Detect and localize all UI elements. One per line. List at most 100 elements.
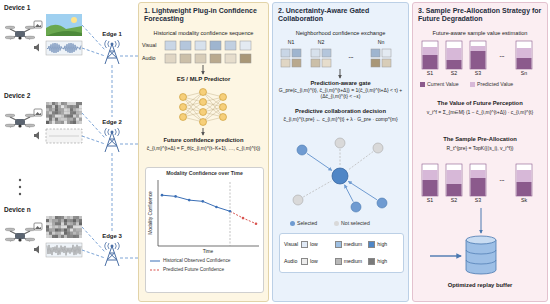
network-link	[203, 92, 223, 97]
noisy-image	[49, 115, 52, 118]
drone-icon	[25, 124, 35, 127]
drone-icon	[5, 228, 35, 242]
observed-point	[161, 194, 164, 197]
table-cell: high	[368, 253, 399, 270]
confidence-cell	[195, 41, 206, 50]
noisy-image	[64, 222, 67, 225]
link-line	[82, 113, 105, 138]
device-label: Device 1	[4, 4, 64, 11]
noisy-image	[52, 105, 55, 108]
network-link	[183, 92, 203, 97]
device-label: Device n	[4, 206, 64, 213]
noisy-image	[67, 108, 70, 111]
confidence-cell	[180, 54, 191, 63]
noisy-image	[67, 118, 70, 121]
noisy-image	[70, 111, 73, 114]
noisy-image	[46, 111, 49, 114]
noisy-image	[46, 102, 82, 124]
network-link	[203, 112, 223, 117]
noisy-image	[46, 235, 49, 238]
selected-link	[345, 185, 354, 202]
neighbor-cell	[322, 49, 331, 57]
predicted-value	[517, 170, 532, 182]
observed-point	[229, 210, 232, 213]
noisy-image	[64, 118, 67, 121]
noisy-image	[46, 225, 49, 228]
network-link	[203, 117, 223, 122]
noisy-image	[76, 118, 79, 121]
noisy-image	[58, 102, 61, 105]
noisy-image	[52, 118, 55, 121]
current-value	[447, 60, 462, 69]
network-neuron	[180, 94, 187, 101]
sample-bar	[422, 41, 438, 69]
device-group	[5, 102, 82, 143]
link-line	[82, 48, 105, 56]
noisy-image	[70, 222, 73, 225]
network-neuron	[220, 94, 227, 101]
edge-tower	[111, 245, 114, 248]
noisy-image	[61, 222, 64, 225]
noisy-image	[46, 216, 49, 219]
noisy-image	[76, 219, 79, 222]
drone-icon	[15, 119, 25, 125]
noisy-image	[79, 111, 82, 114]
noisy-image	[58, 232, 61, 235]
noisy-image	[64, 216, 67, 219]
noisy-image	[70, 232, 73, 235]
noisy-image	[52, 225, 55, 228]
sample-bar	[470, 41, 486, 69]
drone-icon	[5, 114, 35, 128]
drone-icon	[10, 29, 20, 34]
noisy-image	[55, 219, 58, 222]
network-link	[183, 102, 203, 117]
drone-icon	[10, 122, 20, 127]
noisy-image	[64, 232, 67, 235]
observed-point	[202, 200, 205, 203]
noisy-image	[73, 105, 76, 108]
network-link	[203, 92, 223, 117]
noisy-image	[52, 108, 55, 111]
noisy-image	[61, 121, 64, 124]
noisy-image	[55, 105, 58, 108]
network-neuron	[180, 104, 187, 111]
current-value	[517, 58, 532, 69]
noisy-image	[73, 102, 76, 105]
drone-icon	[20, 29, 30, 34]
noisy-image	[61, 102, 64, 105]
replay-buffer-icon	[466, 236, 496, 244]
forecast-divider	[230, 182, 231, 246]
drone-icon	[25, 26, 35, 29]
image-icon	[35, 112, 41, 115]
noisy-image	[61, 225, 64, 228]
noisy-image	[70, 235, 73, 238]
noisy-image	[73, 219, 76, 222]
confidence-cell	[195, 54, 206, 63]
noisy-image	[46, 102, 49, 105]
noisy-image	[79, 102, 82, 105]
drone-icon	[5, 228, 15, 231]
neighbor-cell	[311, 49, 320, 57]
network-neuron	[220, 104, 227, 111]
drone-icon	[10, 231, 20, 236]
noisy-image	[58, 111, 61, 114]
noisy-image	[76, 225, 79, 228]
speaker-icon	[34, 44, 39, 52]
flow-arrow	[340, 69, 341, 78]
current-value	[447, 184, 462, 196]
noisy-image	[64, 111, 67, 114]
current-value	[471, 178, 486, 196]
predicted-value	[447, 48, 462, 60]
flow-arrow	[203, 128, 204, 135]
noisy-image	[70, 105, 73, 108]
camera-image	[46, 14, 82, 36]
noisy-image	[55, 216, 58, 219]
noisy-image	[67, 216, 70, 219]
missing-audio	[46, 129, 82, 143]
noisy-image	[58, 222, 61, 225]
confidence-cell	[210, 41, 221, 50]
stage-panel: 2. Uncertainty-Aware Gated Collaboration…	[272, 2, 409, 302]
noisy-image	[55, 108, 58, 111]
noisy-image	[61, 216, 64, 219]
